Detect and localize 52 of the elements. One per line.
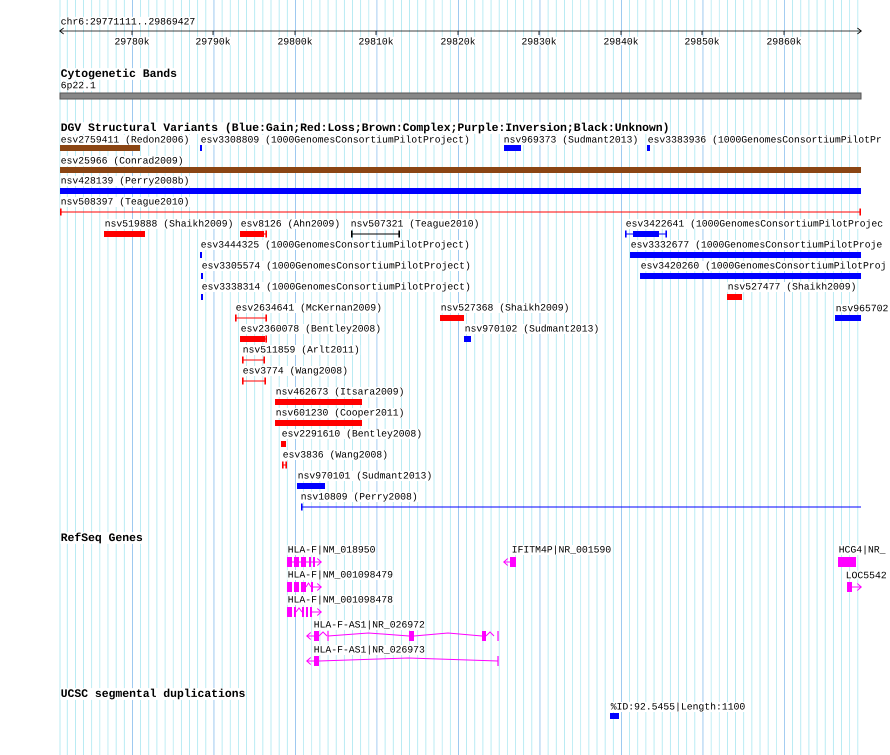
- tick-label: 29850k: [684, 36, 720, 46]
- feature-label: nsv428139 (Perry2008b): [60, 176, 190, 186]
- feature-label: HLA-F-AS1|NR_026972: [313, 620, 426, 630]
- tick-label: 29780k: [114, 36, 150, 46]
- feature-label: esv3444325 (1000GenomesConsortiumPilotProject): [200, 240, 470, 250]
- feature-label: esv25966 (Conrad2009): [60, 156, 184, 166]
- feature-label: HLA-F|NM_001098478: [287, 594, 394, 606]
- feature-label: HLA-F|NM_018950: [287, 544, 376, 556]
- feature-label: HLA-F-AS1|NR_026973: [313, 644, 426, 656]
- tick-label: 29860k: [766, 36, 802, 46]
- feature-label: IFITM4P|NR_001590: [511, 544, 612, 556]
- feature-label: esv2634641 (McKernan2009): [235, 302, 382, 314]
- feature-label: HLA-F|NM_001098479: [287, 570, 394, 580]
- feature-label: esv3420260 (1000GenomesConsortiumPilotProj: [640, 260, 887, 272]
- feature-label: nsv10809 (Perry2008): [300, 492, 418, 502]
- feature-label: esv8126 (Ahn2009): [240, 218, 341, 230]
- track-title: RefSeq Genes: [60, 532, 144, 544]
- feature-label: HCG4|NR_: [838, 544, 886, 556]
- feature-label: nsv507321 (Teague2010): [350, 218, 480, 230]
- tick-label: 29810k: [358, 36, 394, 46]
- track-title: UCSC segmental duplications: [60, 688, 246, 700]
- feature-label: LOC5542: [845, 571, 888, 579]
- feature-label: nsv527477 (Shaikh2009): [727, 282, 857, 292]
- feature-label: nsv965702: [835, 304, 889, 312]
- feature-label: esv2759411 (Redon2006): [60, 134, 190, 146]
- feature-label: nsv970101 (Sudmant2013): [297, 470, 433, 482]
- coordinate-range: chr6:29771111..29869427: [60, 16, 196, 26]
- feature-label: esv3383936 (1000GenomesConsortiumPilotPr: [647, 134, 882, 146]
- feature-label: %ID:92.5455|Length:1100: [610, 702, 746, 712]
- feature-label: esv3774 (Wang2008): [242, 366, 349, 376]
- feature-label: 6p22.1: [60, 81, 96, 91]
- feature-label: nsv462673 (Itsara2009): [275, 386, 405, 398]
- feature-label: esv3332677 (1000GenomesConsortiumPilotProje: [630, 240, 883, 250]
- tick-label: 29840k: [602, 36, 640, 46]
- tick-label: 29830k: [520, 36, 558, 46]
- feature-label: esv3308809 (1000GenomesConsortiumPilotProject): [200, 134, 470, 146]
- tick-label: 29790k: [194, 36, 232, 46]
- feature-label: esv2360078 (Bentley2008): [240, 324, 382, 334]
- feature-label: esv3422641 (1000GenomesConsortiumPilotProjec: [625, 218, 884, 230]
- feature-label: nsv527368 (Shaikh2009): [440, 302, 570, 314]
- feature-label: esv3338314 (1000GenomesConsortiumPilotProject): [201, 282, 472, 292]
- feature-label: nsv511859 (Arlt2011): [242, 344, 360, 356]
- tick-label: 29820k: [440, 36, 476, 46]
- feature-label: esv3305574 (1000GenomesConsortiumPilotProject): [201, 260, 472, 272]
- feature-label: nsv519888 (Shaikh2009): [104, 218, 234, 230]
- feature-label: esv2291610 (Bentley2008): [281, 428, 423, 440]
- tick-label: 29800k: [276, 36, 314, 46]
- feature-label: nsv970102 (Sudmant2013): [464, 324, 600, 334]
- feature-label: nsv969373 (Sudmant2013): [503, 134, 639, 146]
- feature-label: esv3836 (Wang2008): [282, 450, 389, 460]
- feature-label: nsv601230 (Cooper2011): [275, 408, 405, 418]
- feature-label: nsv508397 (Teague2010): [60, 196, 190, 208]
